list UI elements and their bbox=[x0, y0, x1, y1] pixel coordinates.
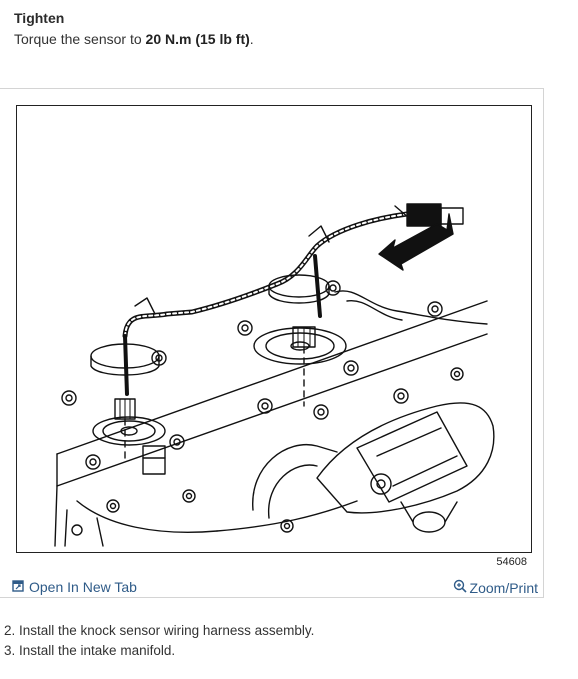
figure-number: 54608 bbox=[496, 556, 527, 568]
torque-value: 20 N.m (15 lb ft) bbox=[145, 31, 250, 47]
external-window-icon bbox=[12, 579, 24, 595]
zoom-print-link[interactable]: Zoom/Print bbox=[453, 579, 538, 596]
instruction-prefix: Torque the sensor to bbox=[14, 31, 146, 47]
torque-instruction: Torque the sensor to 20 N.m (15 lb ft). bbox=[14, 31, 254, 47]
knock-sensor-diagram bbox=[16, 105, 532, 553]
figure-container: 54608 Open In New Tab Zoom/Print bbox=[0, 88, 544, 598]
step-item: 2. Install the knock sensor wiring harne… bbox=[4, 623, 315, 638]
step-item: 3. Install the intake manifold. bbox=[4, 643, 176, 658]
engine-illustration bbox=[54, 203, 495, 547]
magnifier-icon bbox=[453, 579, 467, 596]
zoom-print-label: Zoom/Print bbox=[469, 579, 538, 596]
open-in-new-tab-link[interactable]: Open In New Tab bbox=[12, 579, 137, 595]
section-heading: Tighten bbox=[14, 10, 65, 26]
figure-toolbar: Open In New Tab Zoom/Print bbox=[0, 577, 542, 597]
instruction-suffix: . bbox=[249, 31, 254, 47]
open-in-new-tab-label: Open In New Tab bbox=[29, 579, 137, 595]
procedure-steps: 2. Install the knock sensor wiring harne… bbox=[4, 621, 314, 661]
